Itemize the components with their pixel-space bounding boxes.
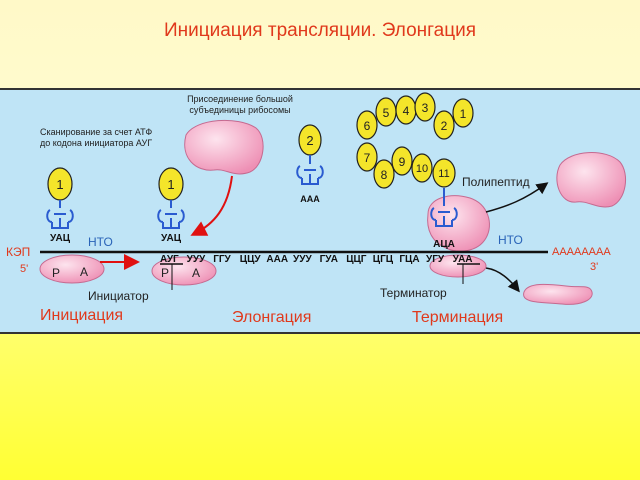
chain-bead-number: 2	[441, 119, 448, 133]
codon: УУУ	[293, 254, 312, 265]
chain-bead	[414, 92, 436, 122]
chain-bead-number: 9	[399, 155, 406, 169]
p-site-label: Р	[52, 266, 60, 280]
polypeptide-label: Полипептид	[462, 175, 530, 189]
codon: ГЦА	[399, 254, 419, 265]
scanning-label-1: Сканирование за счет АТФ	[40, 127, 152, 137]
codon: УГУ	[426, 254, 445, 265]
released-large-subunit	[556, 152, 627, 208]
chain-bead-number: 3	[422, 101, 429, 115]
cap-label: КЭП	[6, 245, 30, 259]
codon: ГГУ	[213, 254, 231, 265]
amino-acid-number: 1	[56, 177, 63, 192]
trna-p-site: 1 УАЦ	[157, 167, 185, 244]
released-small-subunit	[523, 283, 593, 305]
codon: ЦЦУ	[240, 254, 262, 265]
trna-icon	[46, 200, 74, 229]
codon: УАА	[453, 254, 473, 265]
stage-termination: Терминация	[412, 309, 503, 326]
chain-bead-number: 6	[364, 119, 371, 133]
amino-acid-number: 2	[306, 133, 313, 148]
codon-sequence: АУГ УУУ ГГУ ЦЦУ ААА УУУ ГУА ЦЦГ ЦГЦ ГЦА УГУ УАА	[160, 254, 473, 265]
trna-initiation: 1 УАЦ	[46, 167, 74, 244]
chain-bead	[373, 159, 395, 189]
anticodon: УАЦ	[161, 233, 182, 244]
initiator-label: Инициатор	[88, 289, 149, 303]
chain-bead	[411, 153, 433, 183]
p-site-label: Р	[161, 266, 169, 280]
scanning-label-2: до кодона инициатора АУГ	[40, 138, 152, 148]
trna-icon	[157, 200, 185, 229]
trna-icon	[430, 188, 458, 227]
small-subunit-initiation	[39, 254, 105, 284]
trna-icon	[296, 155, 324, 185]
chain-bead	[452, 98, 474, 128]
chain-bead-number: 8	[381, 168, 388, 182]
anticodon: АЦА	[433, 239, 455, 250]
nto-left-label: НТО	[88, 235, 113, 249]
anticodon: ААА	[300, 194, 320, 204]
slide-title: Инициация трансляции. Элонгация	[163, 20, 476, 41]
codon: УУУ	[187, 254, 206, 265]
large-subunit-free	[184, 119, 264, 175]
codon: ААА	[266, 254, 288, 265]
amino-acid-number: 1	[167, 177, 174, 192]
chain-bead-number: 11	[438, 168, 449, 180]
chain-bead	[391, 146, 413, 176]
chain-bead-number: 10	[416, 163, 428, 175]
chain-bead-number: 4	[403, 104, 410, 118]
large-subunit-label-1: Присоединение большой	[187, 94, 293, 104]
small-subunit-termination	[429, 254, 487, 278]
stage-elongation: Элонгация	[232, 309, 311, 326]
terminator-label: Терминатор	[380, 286, 447, 300]
release-arrow-down	[485, 267, 520, 293]
nto-right-label: НТО	[498, 233, 523, 247]
chain-bead-number: 5	[383, 106, 390, 120]
codon: ЦГЦ	[373, 254, 394, 265]
termination-ribosome-large	[427, 195, 490, 252]
chain-bead	[432, 158, 456, 188]
a-site-label: А	[192, 266, 200, 280]
chain-bead	[433, 110, 455, 140]
codon: АУГ	[160, 254, 179, 265]
large-subunit-label-2: субъединицы рибосомы	[189, 105, 290, 115]
trna-incoming: 2 ААА	[296, 124, 324, 204]
anticodon: УАЦ	[50, 233, 71, 244]
polypeptide-chain: 11 10 9 8 7 6 5 4 3 2 1	[356, 92, 474, 189]
binding-arrow	[190, 175, 233, 236]
polyA-tail: АААААААА	[552, 246, 611, 258]
codon: ЦЦГ	[346, 254, 367, 265]
release-arrow-up	[485, 182, 549, 213]
three-prime-label: 3'	[590, 261, 598, 273]
codon: ГУА	[320, 254, 338, 265]
a-site-label: А	[80, 265, 88, 279]
chain-bead	[356, 110, 378, 140]
stage-initiation: Инициация	[40, 307, 123, 324]
chain-bead	[356, 142, 378, 172]
chain-bead-number: 7	[364, 151, 371, 165]
five-prime-label: 5'	[20, 263, 28, 275]
chain-bead-number: 1	[460, 107, 467, 121]
trna-termination: АЦА	[430, 188, 458, 250]
